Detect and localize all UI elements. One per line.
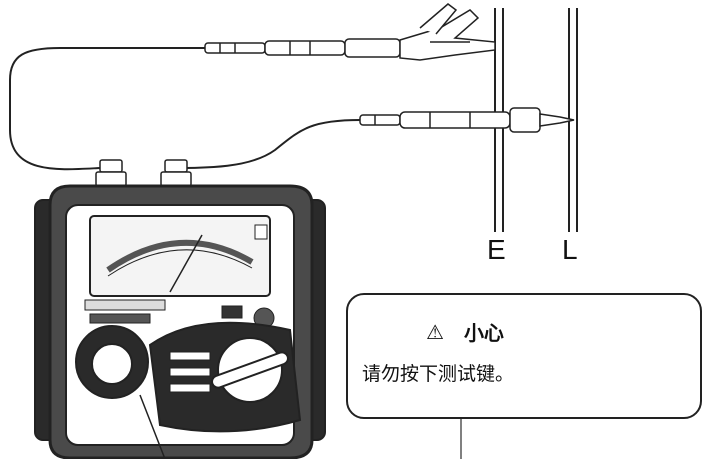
line-lead-wire	[164, 119, 361, 169]
plug-earth	[95, 159, 127, 187]
range-selector-icon	[148, 321, 302, 433]
panel-details	[84, 299, 275, 329]
terminal-label-e: E	[487, 234, 506, 265]
analog-meter	[89, 215, 271, 297]
caution-callout: ⚠ 小心 请勿按下测试键。	[346, 293, 702, 419]
terminal-label-l: L	[562, 234, 578, 265]
button-pointer-line	[139, 394, 166, 459]
meter-needle	[169, 234, 203, 293]
caution-title: 小心	[463, 321, 504, 345]
caution-message: 请勿按下测试键。	[362, 363, 515, 385]
line-test-probe	[359, 107, 575, 133]
caution-title-row: ⚠ 小心	[426, 317, 504, 346]
test-button-icon	[75, 325, 149, 399]
plug-line	[160, 159, 192, 187]
alligator-clip-icon	[399, 3, 496, 61]
earth-test-probe	[204, 38, 401, 58]
earth-lead-wire	[9, 47, 205, 171]
warning-triangle-icon: ⚠	[426, 319, 444, 344]
